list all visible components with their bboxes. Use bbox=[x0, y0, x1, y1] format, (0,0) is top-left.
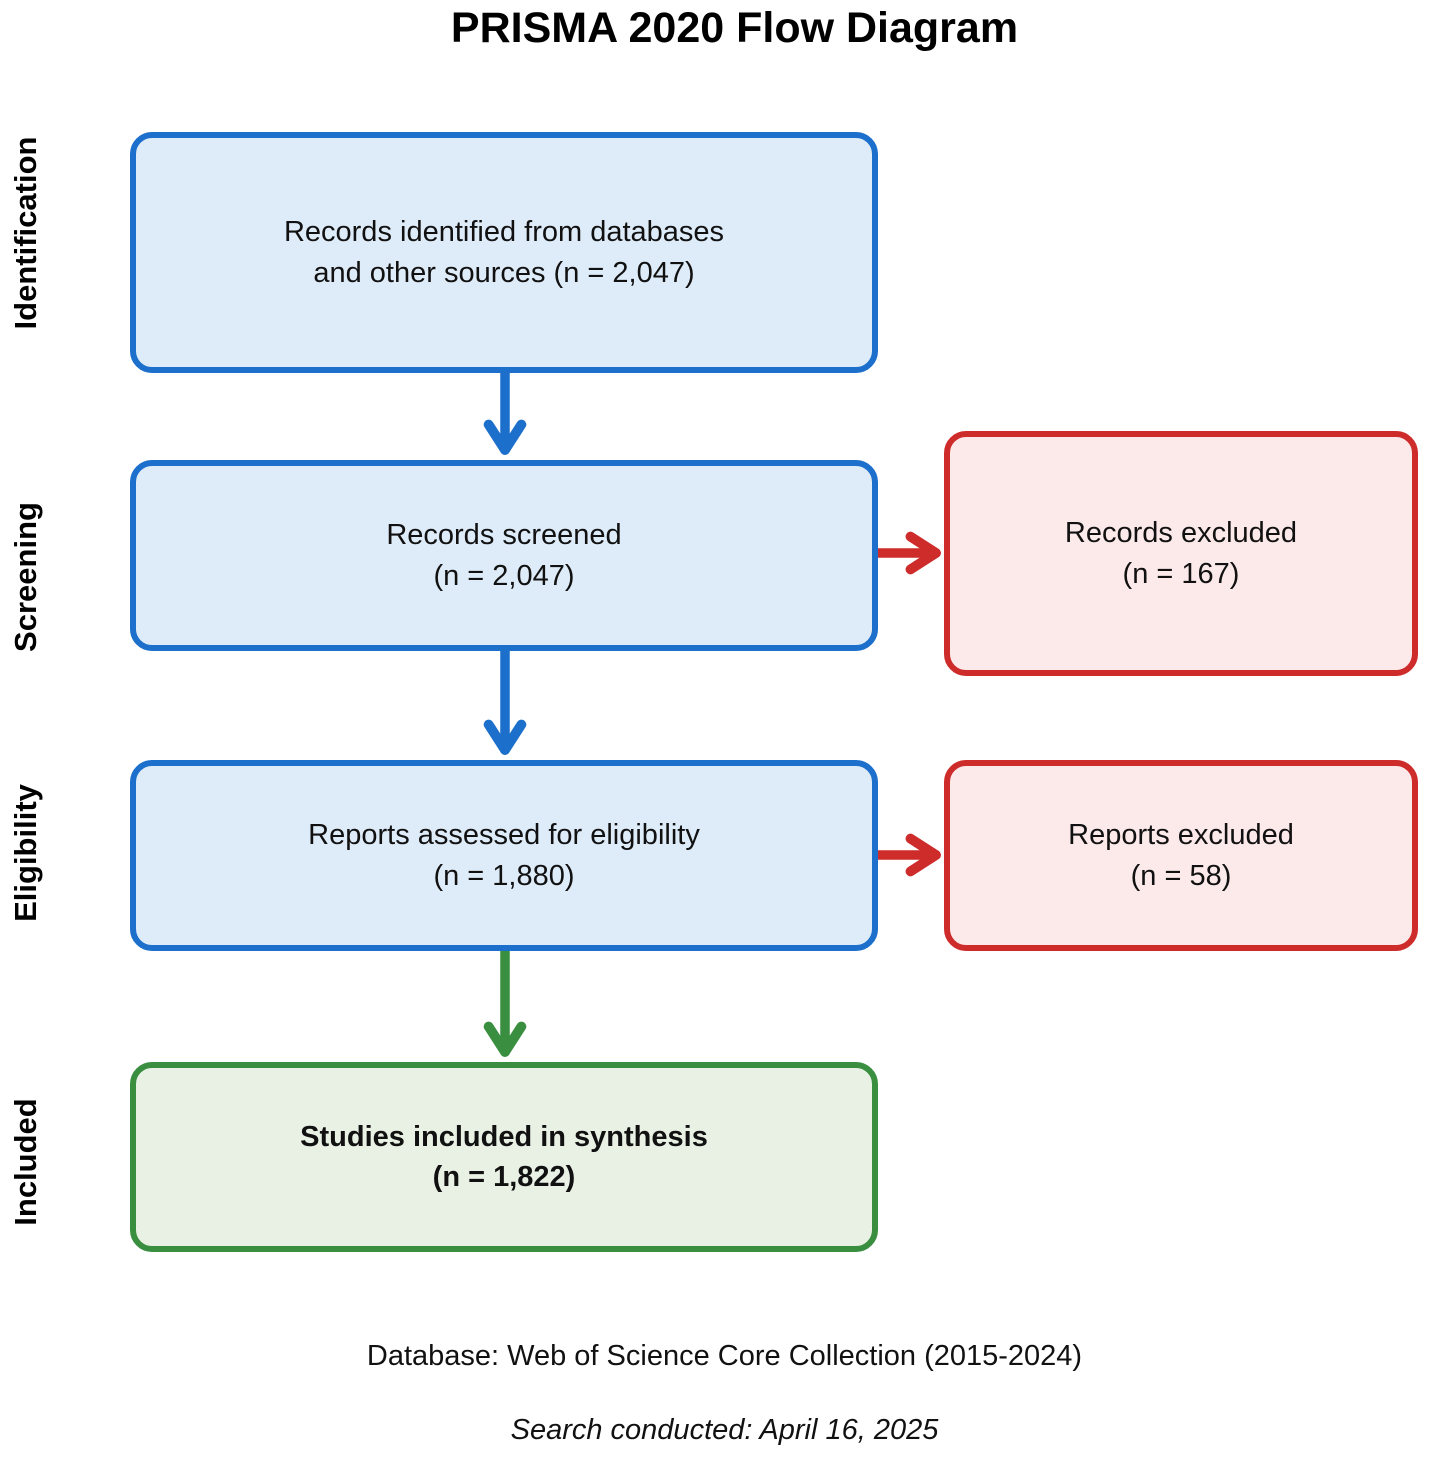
box-records-screened-line1: Records screened bbox=[386, 519, 622, 552]
box-records-excluded-line2: (n = 167) bbox=[1122, 557, 1240, 590]
diagram-title: PRISMA 2020 Flow Diagram bbox=[450, 4, 1019, 52]
box-studies-included-line2: (n = 1,822) bbox=[432, 1161, 576, 1193]
footer-database-note: Database: Web of Science Core Collection… bbox=[366, 1340, 1083, 1372]
box-records-identified-line2: and other sources (n = 2,047) bbox=[313, 256, 695, 289]
stage-label-screening: Screening bbox=[8, 502, 43, 652]
footer-search-date-note: Search conducted: April 16, 2025 bbox=[510, 1414, 939, 1446]
box-reports-assessed-line2: (n = 1,880) bbox=[433, 859, 575, 892]
box-studies-included-line1: Studies included in synthesis bbox=[300, 1120, 708, 1153]
box-records-excluded: Records excluded (n = 167) bbox=[944, 431, 1418, 676]
box-records-excluded-line1: Records excluded bbox=[1064, 517, 1298, 550]
box-records-identified: Records identified from databases and ot… bbox=[130, 132, 878, 373]
box-studies-included: Studies included in synthesis (n = 1,822… bbox=[130, 1062, 878, 1252]
stage-label-eligibility: Eligibility bbox=[8, 784, 43, 922]
box-records-identified-line1: Records identified from databases bbox=[283, 216, 725, 249]
stage-label-included: Included bbox=[8, 1098, 43, 1226]
box-reports-assessed: Reports assessed for eligibility (n = 1,… bbox=[130, 760, 878, 951]
box-reports-excluded-line1: Reports excluded bbox=[1068, 819, 1294, 852]
box-records-screened-line2: (n = 2,047) bbox=[433, 559, 575, 592]
stage-label-identification: Identification bbox=[8, 136, 43, 330]
box-reports-assessed-line1: Reports assessed for eligibility bbox=[308, 819, 700, 852]
box-records-screened: Records screened (n = 2,047) bbox=[130, 460, 878, 651]
box-reports-excluded: Reports excluded (n = 58) bbox=[944, 760, 1418, 951]
box-reports-excluded-line2: (n = 58) bbox=[1130, 859, 1232, 892]
